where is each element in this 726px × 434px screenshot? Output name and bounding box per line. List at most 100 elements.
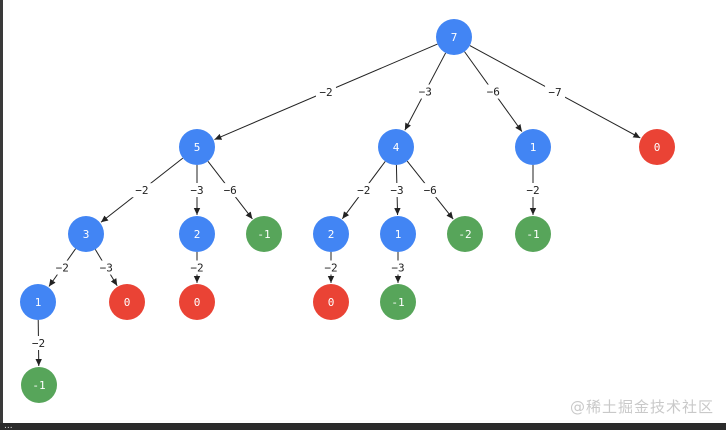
node-circle — [436, 19, 472, 55]
tree-node-n0d: 0 — [313, 284, 349, 320]
edge-weight-label: −3 — [390, 184, 403, 197]
node-value-label: 5 — [194, 141, 201, 154]
edge-label-background — [483, 84, 504, 99]
edge-label-n1a-nm1b: −2 — [523, 183, 543, 197]
node-value-label: -1 — [32, 379, 45, 392]
edge-weight-label: −7 — [548, 86, 561, 99]
node-circle — [380, 216, 416, 252]
edge-label-background — [545, 84, 566, 99]
bottom-strip: ... — [0, 423, 726, 430]
node-circle — [313, 216, 349, 252]
edge-label-n4-n2b: −2 — [353, 183, 374, 198]
tree-node-n0a: 0 — [639, 129, 675, 165]
tree-node-nm1d: -1 — [21, 367, 57, 403]
edge-label-n2a-n0c: −2 — [187, 260, 207, 275]
edge-weight-label: −6 — [424, 184, 437, 197]
edge-label-background — [187, 183, 207, 197]
edge-weight-label: −2 — [319, 86, 332, 99]
edge-label-n3-n1c: −2 — [52, 260, 73, 275]
tree-node-nm2a: -2 — [447, 216, 483, 252]
nodes-layer: 7 5 4 1 0 3 2 -1 2 1 -2 -1 1 0 0 0 -1 -1 — [20, 19, 675, 403]
edge-label-background — [96, 260, 117, 275]
tree-node-nm1a: -1 — [246, 216, 282, 252]
edge-labels-layer: −2 −3 −6 −7 −2 −3 −6 −2 −3 −6 −2 −2 −3 −2 −2 −3 −2 — [28, 84, 566, 351]
tree-node-n2b: 2 — [313, 216, 349, 252]
edge-label-n3-n0b: −3 — [96, 260, 117, 275]
node-circle — [20, 284, 56, 320]
edge-label-background — [523, 183, 543, 197]
node-value-label: -2 — [458, 228, 471, 241]
tree-node-n1b: 1 — [380, 216, 416, 252]
edge-weight-label: −6 — [487, 86, 500, 99]
edge-label-background — [220, 183, 241, 198]
node-circle — [515, 216, 551, 252]
node-value-label: -1 — [526, 228, 539, 241]
node-value-label: 0 — [328, 296, 335, 309]
node-value-label: 1 — [395, 228, 402, 241]
node-value-label: 0 — [654, 141, 661, 154]
node-circle — [68, 216, 104, 252]
edge-weight-label: −2 — [324, 262, 337, 275]
edge-label-n5-n3: −2 — [131, 183, 152, 198]
node-circle — [179, 284, 215, 320]
tree-node-n1a: 1 — [515, 129, 551, 165]
edge-label-n7-n1a: −6 — [483, 84, 504, 99]
edge-weight-label: −2 — [135, 184, 148, 197]
edge-label-n7-n4: −3 — [415, 84, 436, 99]
edge-label-n2b-n0d: −2 — [321, 260, 341, 275]
edge-weight-label: −3 — [100, 262, 113, 275]
node-value-label: -1 — [391, 296, 404, 309]
node-circle — [21, 367, 57, 403]
node-circle — [639, 129, 675, 165]
edge-weight-label: −2 — [32, 337, 45, 350]
tree-node-n4: 4 — [378, 129, 414, 165]
node-value-label: 4 — [393, 141, 400, 154]
node-circle — [378, 129, 414, 165]
window-left-edge — [0, 0, 3, 430]
edge-weight-label: −3 — [419, 86, 432, 99]
node-circle — [515, 129, 551, 165]
node-value-label: 0 — [124, 296, 131, 309]
node-value-label: 0 — [194, 296, 201, 309]
node-circle — [109, 284, 145, 320]
node-value-label: -1 — [257, 228, 270, 241]
edge-weight-label: −6 — [224, 184, 237, 197]
edge-label-background — [131, 183, 152, 198]
edge-weight-label: −2 — [190, 262, 203, 275]
node-value-label: 3 — [83, 228, 90, 241]
edge-label-background — [388, 260, 408, 275]
edge-label-n1c-nm1d: −2 — [28, 336, 49, 351]
edge-label-n4-n1b: −3 — [386, 183, 407, 198]
tree-node-n1c: 1 — [20, 284, 56, 320]
edge-weight-label: −2 — [56, 262, 69, 275]
tree-node-n3: 3 — [68, 216, 104, 252]
edge-label-n1b-nm1c: −3 — [388, 260, 408, 275]
edge-weight-label: −2 — [526, 184, 539, 197]
edge-label-background — [420, 183, 441, 198]
edge-label-background — [52, 260, 73, 275]
edge-label-background — [415, 84, 436, 99]
edge-label-background — [187, 260, 207, 275]
node-value-label: 1 — [35, 296, 42, 309]
node-circle — [179, 129, 215, 165]
node-value-label: 7 — [451, 31, 458, 44]
node-value-label: 2 — [328, 228, 335, 241]
node-circle — [179, 216, 215, 252]
edge-label-background — [353, 183, 374, 198]
edge-label-background — [28, 336, 49, 351]
edge-label-n7-n5: −2 — [315, 84, 336, 99]
edge-weight-label: −3 — [190, 184, 203, 197]
tree-node-n0c: 0 — [179, 284, 215, 320]
node-circle — [380, 284, 416, 320]
edge-label-background — [315, 84, 336, 99]
bottom-strip-text: ... — [4, 423, 13, 430]
edge-weight-label: −3 — [391, 262, 404, 275]
node-circle — [313, 284, 349, 320]
watermark: @稀土掘金技术社区 — [569, 398, 714, 416]
tree-node-n2a: 2 — [179, 216, 215, 252]
tree-node-nm1c: -1 — [380, 284, 416, 320]
edge-weight-label: −2 — [357, 184, 370, 197]
edge-label-n5-n2a: −3 — [187, 183, 207, 197]
